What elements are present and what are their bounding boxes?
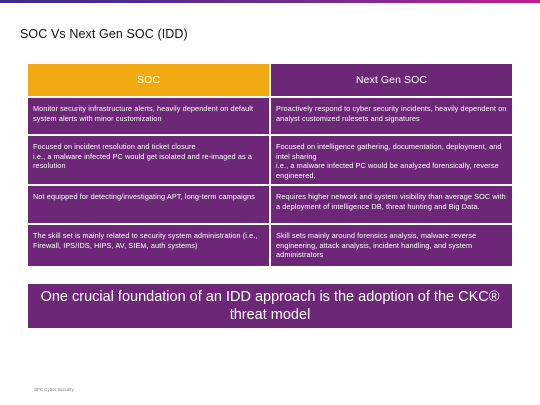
header-next-gen-soc: Next Gen SOC [271,64,512,96]
comparison-table: SOC Next Gen SOC Monitor security infras… [28,64,512,268]
slide-title: SOC Vs Next Gen SOC (IDD) [20,27,188,41]
next-gen-cell: Focused on intelligence gathering, docum… [271,136,512,184]
top-accent-rule [0,0,540,3]
header-soc: SOC [28,64,269,96]
table-row: Not equipped for detecting/investigating… [28,186,512,223]
soc-cell: The skill set is mainly related to secur… [28,225,269,266]
table-row: The skill set is mainly related to secur… [28,225,512,266]
next-gen-cell: Proactively respond to cyber security in… [271,98,512,134]
table-row: Monitor security infrastructure alerts, … [28,98,512,134]
next-gen-cell: Requires higher network and system visib… [271,186,512,223]
next-gen-cell: Skill sets mainly around forensics analy… [271,225,512,266]
soc-cell: Monitor security infrastructure alerts, … [28,98,269,134]
key-takeaway-banner: One crucial foundation of an IDD approac… [28,284,512,328]
soc-cell: Focused on incident resolution and ticke… [28,136,269,184]
soc-cell: Not equipped for detecting/investigating… [28,186,269,223]
footer-text: SFC Cyber Security [34,387,74,392]
table-header-row: SOC Next Gen SOC [28,64,512,96]
table-row: Focused on incident resolution and ticke… [28,136,512,184]
